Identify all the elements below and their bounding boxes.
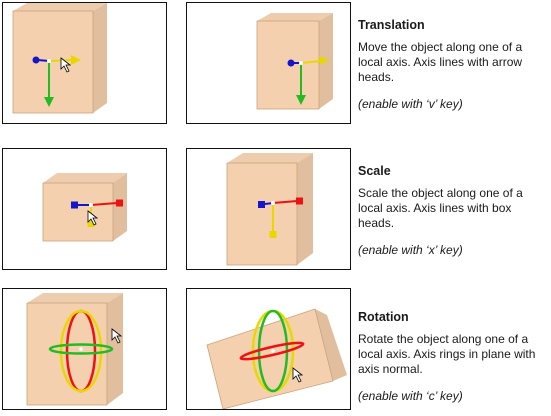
rotation-ring-z-selected	[59, 309, 103, 393]
axis-x-arrowhead-selected	[71, 55, 81, 65]
translation-viewport-right[interactable]	[186, 2, 351, 124]
translation-gizmo-scene-right	[256, 13, 333, 110]
rotation-description: Rotation Rotate the object along one of …	[358, 310, 548, 416]
axis-x-line	[272, 200, 298, 204]
translation-viewport-left[interactable]	[2, 2, 167, 124]
mouse-cursor-icon	[111, 328, 123, 344]
gizmo-origin	[47, 59, 51, 63]
section-title: Scale	[358, 164, 391, 178]
rotation-viewport-left[interactable]	[2, 288, 167, 410]
gizmo-origin	[299, 61, 303, 65]
gizmo-origin	[271, 349, 275, 353]
rotation-gizmo-scene-right	[206, 308, 347, 409]
axis-z-boxhead	[71, 201, 78, 209]
box-side-face	[297, 153, 313, 265]
section-text: Rotate the object along one of a local a…	[358, 332, 536, 376]
rotation-viewport-right[interactable]	[186, 288, 351, 410]
section-text: Move the object along one of a local axi…	[358, 40, 523, 84]
translation-gizmo-scene-left	[12, 3, 107, 114]
scale-gizmo-scene-right	[226, 153, 313, 266]
box-rotated-side-face	[315, 309, 347, 381]
rotation-ring-x	[239, 341, 305, 361]
box-rotated-front-face	[206, 308, 334, 409]
section-hint: (enable with ‘v’ key)	[358, 97, 463, 111]
mouse-cursor-icon	[292, 367, 304, 383]
axis-x-boxhead	[296, 197, 303, 205]
axis-x-boxhead	[116, 199, 123, 207]
scale-viewport-left[interactable]	[2, 148, 167, 270]
box-top-face	[27, 293, 123, 303]
rotation-ring-y	[48, 343, 114, 355]
rotation-gizmo-scene-left	[26, 293, 123, 406]
gizmo-origin	[89, 203, 93, 207]
axis-z-handle	[287, 59, 295, 67]
axis-x-arrowhead-selected	[319, 56, 329, 65]
section-hint: (enable with ‘x’ key)	[358, 243, 463, 257]
box-front-face	[42, 182, 114, 242]
axis-z-handle	[32, 56, 40, 64]
gizmo-origin	[79, 347, 83, 351]
section-text: Scale the object along one of a local ax…	[358, 186, 523, 230]
box-front-face	[256, 20, 320, 110]
mouse-cursor-icon	[60, 57, 72, 73]
gizmo-origin	[271, 201, 275, 205]
section-title: Translation	[358, 18, 425, 32]
translation-description: Translation Move the object along one of…	[358, 18, 548, 124]
box-side-face	[113, 173, 127, 241]
box-top-face	[43, 173, 127, 183]
axis-y-arrowhead	[296, 95, 306, 105]
scale-viewport-right[interactable]	[186, 148, 351, 270]
axis-z-boxhead	[258, 201, 265, 208]
mouse-cursor-icon	[87, 210, 99, 226]
section-hint: (enable with ‘c’ key)	[358, 389, 463, 403]
box-top-face	[227, 153, 313, 163]
box-front-face	[12, 10, 94, 114]
box-front-face	[226, 162, 298, 266]
scale-description: Scale Scale the object along one of a lo…	[358, 164, 548, 270]
box-side-face	[107, 293, 123, 405]
box-top-face	[13, 3, 107, 11]
axis-y-boxhead-selected	[269, 231, 277, 238]
axis-y-arrowhead	[44, 97, 54, 107]
axis-x-line-selected	[300, 60, 322, 64]
axis-y-boxhead-selected	[87, 220, 95, 227]
box-side-face	[93, 3, 107, 113]
box-top-face	[257, 13, 333, 21]
section-title: Rotation	[358, 310, 409, 324]
axis-x-line	[90, 202, 118, 206]
scale-gizmo-scene-left	[42, 173, 127, 242]
